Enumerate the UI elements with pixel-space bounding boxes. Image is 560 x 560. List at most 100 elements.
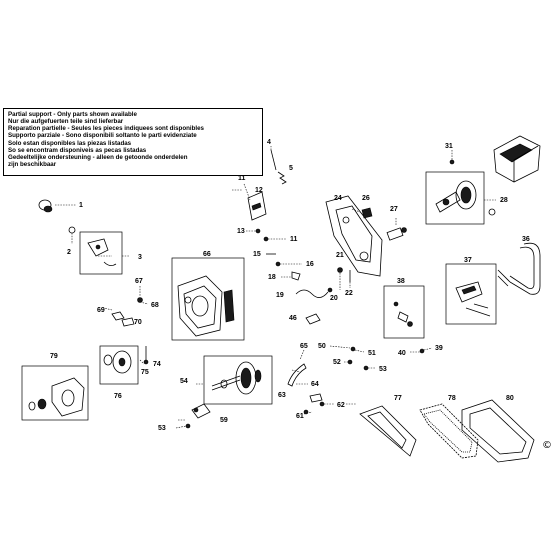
small-screws-15-16-18 bbox=[263, 236, 302, 281]
part-2-washer bbox=[68, 226, 76, 244]
part-label-61: 61 bbox=[296, 413, 304, 420]
part-36-handle bbox=[497, 242, 541, 295]
notice-line: Nur die aufgefuerten teile sind lieferba… bbox=[8, 118, 124, 126]
part-label-20: 20 bbox=[330, 295, 338, 302]
part-label-12: 12 bbox=[255, 187, 263, 194]
part-label-69: 69 bbox=[97, 307, 105, 314]
part-label-53-b: 53 bbox=[158, 425, 166, 432]
part-78-chain bbox=[419, 403, 479, 459]
part-label-11: 11 bbox=[238, 175, 246, 182]
part-label-68: 68 bbox=[151, 302, 159, 309]
part-label-31: 31 bbox=[445, 143, 453, 150]
part-79-cover bbox=[28, 377, 85, 417]
part-66-gearcase bbox=[177, 275, 235, 337]
part-label-62: 62 bbox=[337, 402, 345, 409]
part-label-4: 4 bbox=[267, 139, 271, 146]
part-37-box bbox=[445, 263, 497, 325]
part-38-box bbox=[383, 285, 425, 339]
notice-line: Supporto parziale - Sono disponibili sol… bbox=[8, 132, 197, 140]
part-12-bracket bbox=[243, 183, 267, 234]
part-label-75: 75 bbox=[141, 369, 149, 376]
part-label-28: 28 bbox=[500, 197, 508, 204]
part-27-motor-brush bbox=[386, 218, 407, 241]
part-label-1: 1 bbox=[79, 202, 83, 209]
part-label-67: 67 bbox=[135, 278, 143, 285]
part-65-guide bbox=[287, 349, 308, 387]
part-label-80: 80 bbox=[506, 395, 514, 402]
part-79-box bbox=[21, 365, 89, 421]
part-54-box bbox=[203, 355, 273, 405]
part-28-box bbox=[425, 171, 485, 225]
part-label-24: 24 bbox=[334, 195, 342, 202]
part-label-18: 18 bbox=[268, 274, 276, 281]
part-label-64: 64 bbox=[311, 381, 319, 388]
part-label-37: 37 bbox=[464, 257, 472, 264]
part-76-box bbox=[99, 345, 139, 385]
part-label-51: 51 bbox=[368, 350, 376, 357]
parts-67-70 bbox=[103, 286, 149, 327]
part-37-trigger bbox=[455, 281, 491, 317]
part-38-switch bbox=[393, 301, 413, 327]
part-label-54: 54 bbox=[180, 378, 188, 385]
notice-line: So se encontram disponiveis as pecas lis… bbox=[8, 146, 147, 154]
part-3-box bbox=[79, 231, 123, 275]
part-label-19: 19 bbox=[276, 292, 284, 299]
notice-line: Partial support - Only parts shown avail… bbox=[8, 111, 137, 118]
part-28-motor bbox=[435, 180, 496, 216]
parts-20-21-22 bbox=[337, 267, 351, 290]
part-80-scabbard bbox=[461, 399, 535, 463]
part-label-15: 15 bbox=[253, 251, 261, 258]
part-label-3: 3 bbox=[138, 254, 142, 261]
part-label-59: 59 bbox=[220, 417, 228, 424]
part-label-46: 46 bbox=[289, 315, 297, 322]
part-label-65: 65 bbox=[300, 343, 308, 350]
part-label-11-b: 11 bbox=[290, 236, 298, 243]
part-label-79: 79 bbox=[50, 353, 58, 360]
part-label-76: 76 bbox=[114, 393, 122, 400]
part-24-housing bbox=[325, 195, 383, 277]
part-label-5: 5 bbox=[289, 165, 293, 172]
part-31-screw bbox=[449, 150, 455, 165]
copyright-symbol: © bbox=[542, 440, 552, 451]
part-19-wire bbox=[295, 287, 333, 298]
battery-housing-top bbox=[493, 135, 541, 183]
part-label-78: 78 bbox=[448, 395, 456, 402]
part-label-13: 13 bbox=[237, 228, 245, 235]
parts-39-40 bbox=[410, 347, 433, 354]
part-3-oil-tank bbox=[87, 238, 130, 266]
part-label-40: 40 bbox=[398, 350, 406, 357]
parts-50-53 bbox=[329, 345, 376, 371]
part-label-26: 26 bbox=[362, 195, 370, 202]
part-label-70: 70 bbox=[134, 319, 142, 326]
notice-line: Solo estan disponibles las piezas listad… bbox=[8, 139, 132, 147]
notice-line: zijn beschikbaar bbox=[8, 161, 57, 169]
part-label-39: 39 bbox=[435, 345, 443, 352]
partial-support-notice: Partial support - Only parts shown avail… bbox=[3, 108, 263, 176]
part-label-22: 22 bbox=[345, 290, 353, 297]
part-label-53: 53 bbox=[379, 366, 387, 373]
part-54-gear bbox=[211, 361, 262, 395]
part-label-16: 16 bbox=[306, 261, 314, 268]
notice-line: Gedeeltelijke ondersteuning - alleen de … bbox=[8, 153, 188, 161]
part-1-cap bbox=[38, 199, 76, 213]
parts-59-53 bbox=[175, 403, 211, 429]
part-label-77: 77 bbox=[394, 395, 402, 402]
parts-61-63 bbox=[303, 393, 334, 415]
parts-74-75 bbox=[139, 346, 149, 365]
notice-line: Reparation partielle - Seules les pieces… bbox=[8, 125, 204, 133]
part-76-sprocket bbox=[103, 350, 132, 374]
part-label-66: 66 bbox=[203, 251, 211, 258]
part-46-clip bbox=[305, 313, 321, 325]
part-label-2: 2 bbox=[67, 249, 71, 256]
part-label-50: 50 bbox=[318, 343, 326, 350]
part-label-63: 63 bbox=[278, 392, 286, 399]
part-label-74: 74 bbox=[153, 361, 161, 368]
leader-lines bbox=[98, 189, 361, 421]
part-label-27: 27 bbox=[390, 206, 398, 213]
part-label-38: 38 bbox=[397, 278, 405, 285]
part-77-guide-bar bbox=[359, 405, 417, 457]
part-label-21: 21 bbox=[336, 252, 344, 259]
part-4-5-screw-spring bbox=[270, 146, 287, 185]
part-label-52: 52 bbox=[333, 359, 341, 366]
